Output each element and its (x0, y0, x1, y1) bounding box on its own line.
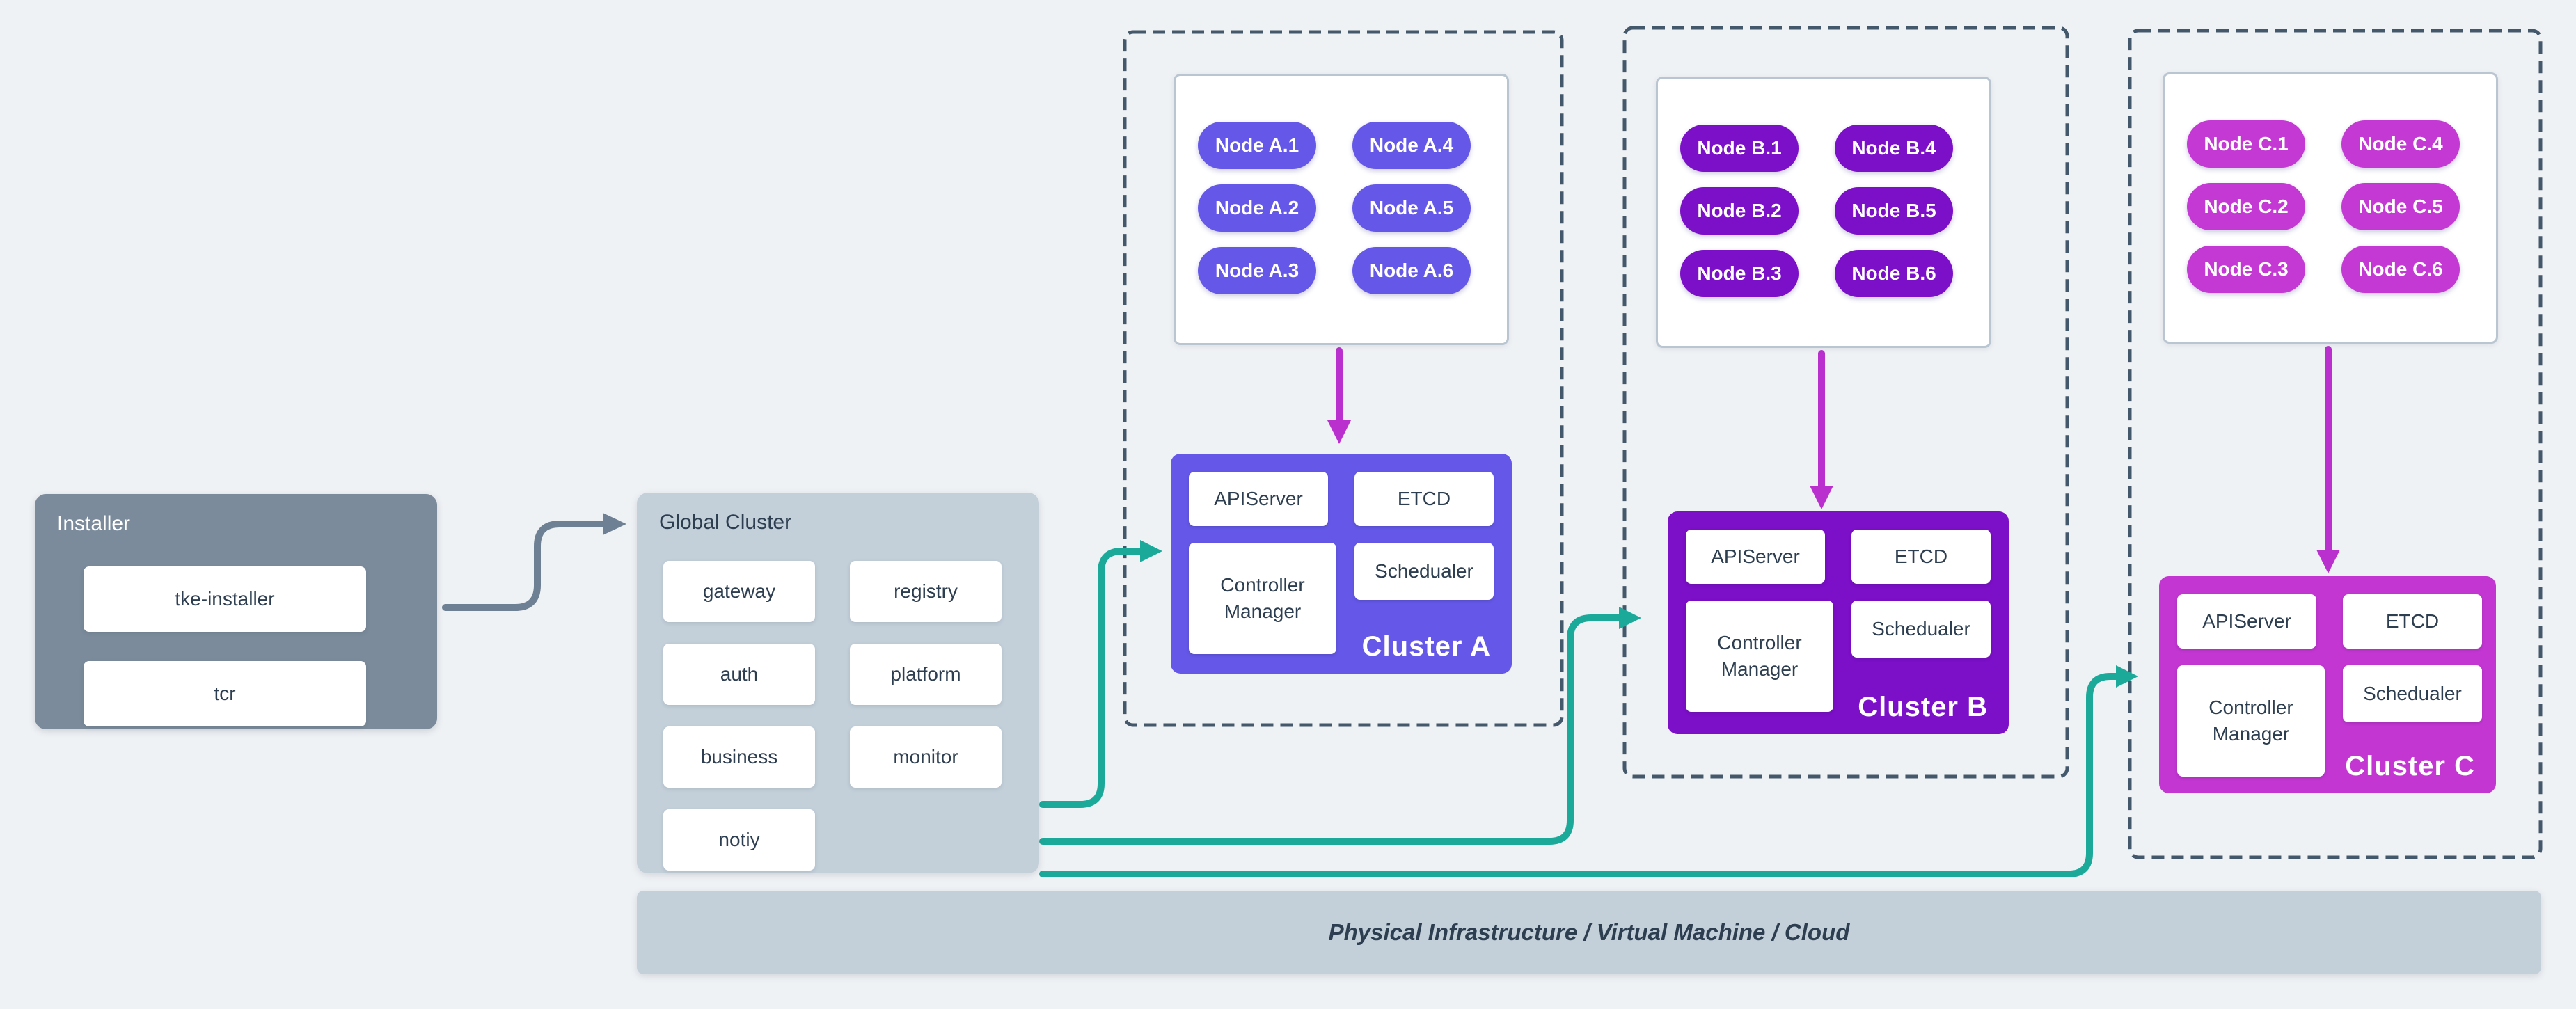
node-c4: Node C.4 (2341, 120, 2460, 168)
cluster-b-schedualer: Schedualer (1851, 601, 1991, 658)
installer-panel: Installer tke-installer tcr (35, 494, 437, 729)
cluster-c-box: APIServer ETCD Controller Manager Schedu… (2159, 576, 2529, 827)
cluster-a-node-box: Node A.1 Node A.2 Node A.3 Node A.4 Node… (1174, 74, 1509, 345)
nodes-to-cluster-b-arrow (1810, 350, 1833, 509)
node-a4: Node A.4 (1352, 122, 1471, 169)
cluster-a-apiserver: APIServer (1189, 472, 1328, 526)
installer-to-global-arrow (442, 513, 626, 611)
global-cluster-title: Global Cluster (659, 511, 792, 534)
service-registry: registry (850, 561, 1002, 622)
cluster-b-apiserver: APIServer (1686, 530, 1825, 584)
service-notiy: notiy (663, 809, 815, 871)
infrastructure-bar-label: Physical Infrastructure / Virtual Machin… (1328, 919, 1850, 945)
service-gateway: gateway (663, 561, 815, 622)
installer-item-tke-installer: tke-installer (84, 566, 366, 632)
node-b5: Node B.5 (1835, 187, 1953, 235)
cluster-c-controller-manager: Controller Manager (2177, 665, 2325, 777)
nodes-to-cluster-c-arrow (2316, 346, 2340, 573)
cluster-a-controller-manager: Controller Manager (1189, 543, 1336, 654)
node-a5: Node A.5 (1352, 184, 1471, 232)
global-to-cluster-a-connector (1039, 540, 1162, 808)
node-b1: Node B.1 (1680, 125, 1799, 172)
node-b6: Node B.6 (1835, 250, 1953, 297)
installer-title: Installer (57, 512, 131, 535)
node-a3: Node A.3 (1198, 247, 1316, 294)
cluster-c-apiserver: APIServer (2177, 594, 2316, 649)
cluster-b-controller-manager: Controller Manager (1686, 601, 1833, 712)
node-b3: Node B.3 (1680, 250, 1799, 297)
cluster-a-schedualer: Schedualer (1354, 543, 1494, 600)
cluster-b-etcd: ETCD (1851, 530, 1991, 584)
node-c1: Node C.1 (2187, 120, 2305, 168)
cluster-b-box: APIServer ETCD Controller Manager Schedu… (1668, 511, 2042, 768)
cluster-c-node-box: Node C.1 Node C.2 Node C.3 Node C.4 Node… (2163, 72, 2498, 344)
node-c6: Node C.6 (2341, 246, 2460, 293)
infrastructure-bar: Physical Infrastructure / Virtual Machin… (637, 891, 2541, 974)
installer-item-tcr: tcr (84, 661, 366, 726)
service-platform: platform (850, 644, 1002, 705)
cluster-c-label: Cluster C (2345, 751, 2475, 781)
service-monitor: monitor (850, 726, 1002, 788)
cluster-a-box: APIServer ETCD Controller Manager Schedu… (1171, 454, 1545, 707)
node-b2: Node B.2 (1680, 187, 1799, 235)
node-c2: Node C.2 (2187, 183, 2305, 230)
nodes-to-cluster-a-arrow (1327, 347, 1351, 444)
cluster-a-label: Cluster A (1361, 631, 1491, 662)
cluster-c-schedualer: Schedualer (2343, 665, 2482, 722)
node-a1: Node A.1 (1198, 122, 1316, 169)
service-business: business (663, 726, 815, 788)
node-c3: Node C.3 (2187, 246, 2305, 293)
cluster-b-node-box: Node B.1 Node B.2 Node B.3 Node B.4 Node… (1656, 77, 1991, 348)
node-b4: Node B.4 (1835, 125, 1953, 172)
cluster-a-etcd: ETCD (1354, 472, 1494, 526)
service-auth: auth (663, 644, 815, 705)
node-a2: Node A.2 (1198, 184, 1316, 232)
node-c5: Node C.5 (2341, 183, 2460, 230)
cluster-c-etcd: ETCD (2343, 594, 2482, 649)
cluster-b-label: Cluster B (1858, 692, 1988, 722)
global-cluster-panel: Global Cluster gateway registry auth pla… (637, 493, 1039, 873)
node-a6: Node A.6 (1352, 247, 1471, 294)
